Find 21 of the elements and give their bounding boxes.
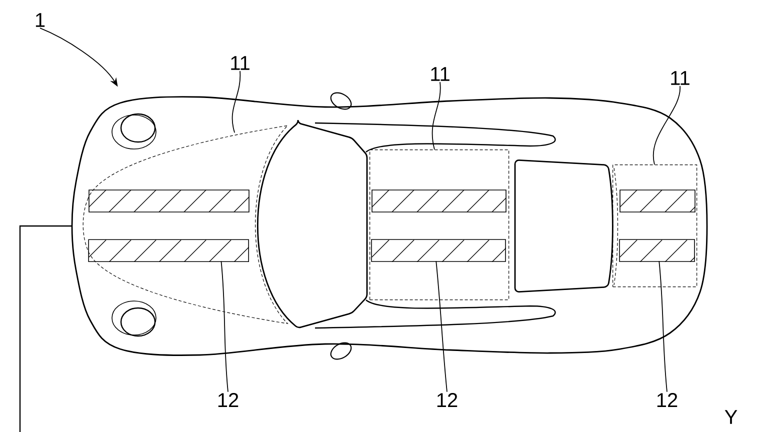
hatched-stripe — [619, 239, 695, 262]
callout-number: 12 — [218, 393, 238, 407]
hatched-stripe — [371, 239, 506, 262]
axis-label: Y — [724, 410, 738, 424]
dashed-region — [370, 150, 510, 300]
callout-number: 1 — [36, 13, 45, 27]
dashed-region — [612, 164, 698, 288]
dashed-region — [82, 125, 288, 324]
leader-line — [232, 70, 241, 134]
car-drawing — [71, 92, 708, 360]
callout-number: 11 — [671, 71, 690, 85]
callout-number: 12 — [437, 393, 458, 407]
hatched-stripe — [88, 239, 249, 262]
callout-number: 11 — [231, 56, 250, 70]
callout-number: 12 — [657, 393, 678, 407]
leader-line — [652, 86, 680, 165]
leader-line — [436, 260, 448, 392]
leader-line — [658, 260, 668, 392]
leader-line — [220, 260, 228, 392]
callout-number: 11 — [431, 67, 450, 81]
leader-line — [432, 82, 441, 150]
